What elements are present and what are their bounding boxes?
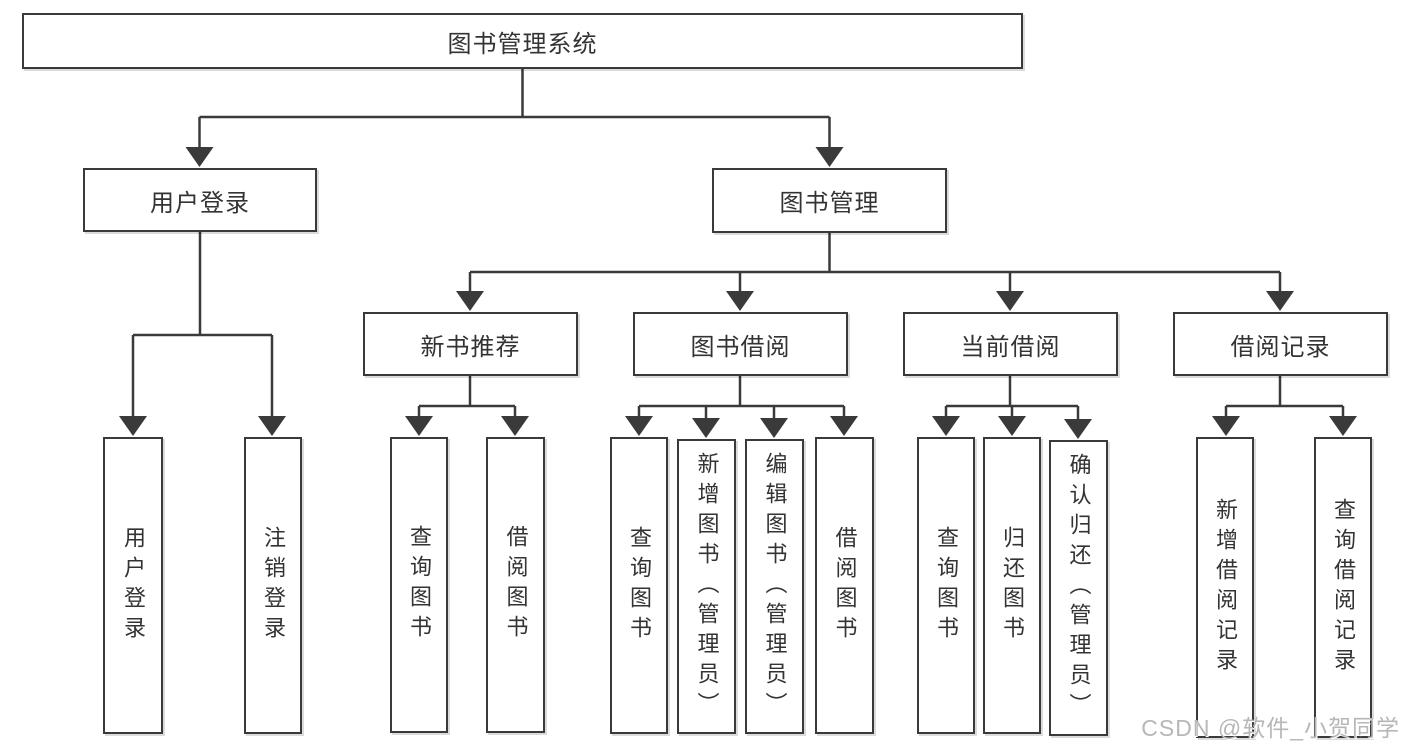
- node-borrow-records: 借阅记录: [1173, 312, 1388, 376]
- node-book-management-label: 图书管理: [779, 190, 880, 217]
- node-borrow-records-label: 借阅记录: [1230, 333, 1331, 361]
- node-borrow-query-books: 查询图书: [610, 437, 668, 734]
- node-library-system: 图书管理系统: [22, 13, 1023, 69]
- node-current-return-books: 归还图书: [983, 437, 1041, 734]
- node-current-return-books-label: 归还图书: [1000, 525, 1025, 646]
- node-leaf-user-login-label: 用户登录: [121, 525, 146, 646]
- node-records-add-record: 新增借阅记录: [1196, 437, 1254, 738]
- node-book-borrow: 图书借阅: [633, 312, 848, 376]
- node-newrec-query-books: 查询图书: [390, 437, 448, 733]
- node-current-query-books: 查询图书: [917, 437, 975, 734]
- node-newrec-query-books-label: 查询图书: [407, 525, 432, 645]
- node-leaf-user-login: 用户登录: [103, 437, 163, 734]
- node-records-query-record-label: 查询借阅记录: [1331, 497, 1356, 678]
- node-newrec-borrow-books: 借阅图书: [486, 437, 545, 733]
- node-borrow-add-books-admin-label: 新增图书（管理员）: [694, 451, 720, 722]
- node-borrow-edit-books-admin: 编辑图书（管理员）: [745, 439, 804, 734]
- node-records-query-record: 查询借阅记录: [1314, 437, 1372, 738]
- node-current-borrow-label: 当前借阅: [960, 333, 1061, 361]
- node-borrow-query-books-label: 查询图书: [627, 525, 652, 646]
- watermark: CSDN @软件_小贺同学: [1141, 715, 1400, 741]
- node-current-confirm-return-admin-label: 确认归还（管理员）: [1066, 453, 1092, 723]
- node-current-confirm-return-admin: 确认归还（管理员）: [1049, 440, 1108, 736]
- node-user-login: 用户登录: [83, 168, 317, 232]
- node-records-add-record-label: 新增借阅记录: [1213, 497, 1238, 678]
- node-new-book-recommend-label: 新书推荐: [420, 333, 521, 361]
- node-library-system-label: 图书管理系统: [447, 30, 598, 58]
- node-book-management: 图书管理: [712, 168, 947, 233]
- node-book-borrow-label: 图书借阅: [690, 333, 791, 361]
- node-new-book-recommend: 新书推荐: [363, 312, 578, 376]
- node-borrow-add-books-admin: 新增图书（管理员）: [677, 439, 736, 734]
- node-newrec-borrow-books-label: 借阅图书: [503, 525, 529, 645]
- node-leaf-logout: 注销登录: [244, 437, 302, 734]
- node-borrow-edit-books-admin-label: 编辑图书（管理员）: [762, 451, 788, 722]
- node-user-login-label: 用户登录: [150, 189, 250, 217]
- node-current-query-books-label: 查询图书: [934, 525, 959, 646]
- node-leaf-logout-label: 注销登录: [261, 525, 286, 646]
- node-borrow-borrow-books: 借阅图书: [815, 437, 874, 734]
- node-borrow-borrow-books-label: 借阅图书: [832, 525, 858, 646]
- node-current-borrow: 当前借阅: [903, 312, 1118, 376]
